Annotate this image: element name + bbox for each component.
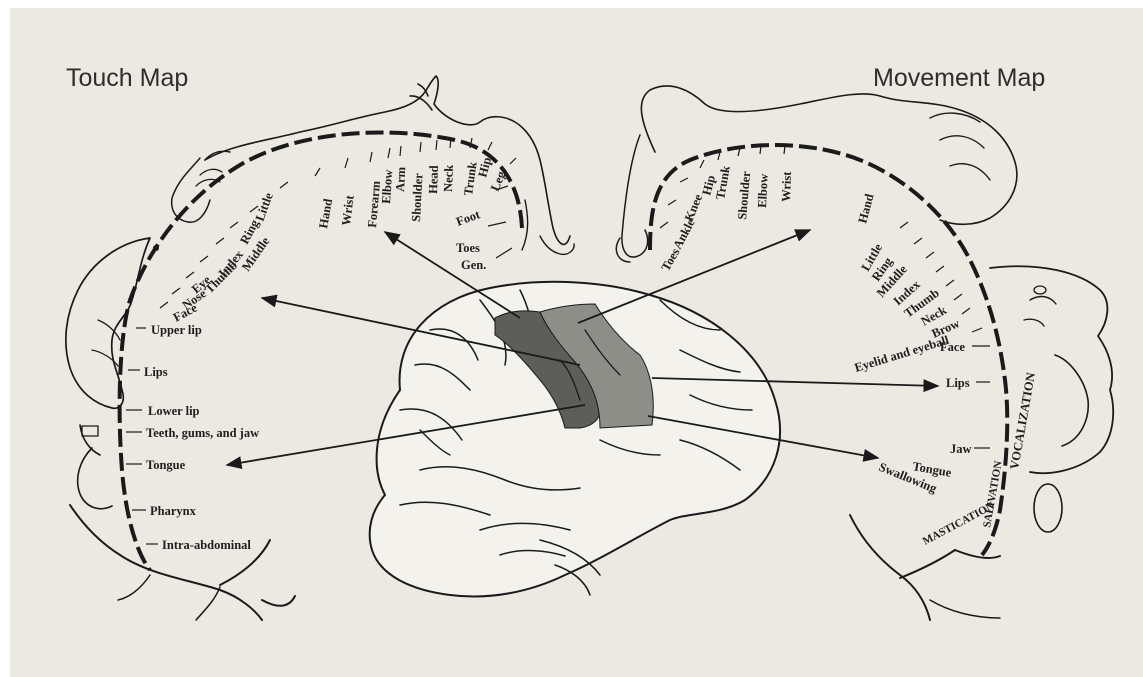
label-lips: Lips [144,365,168,379]
label-m-elbow: Elbow [755,173,771,208]
label-m-lips: Lips [946,376,970,390]
label-m-eyelid-eyeball: Eyelid and eyeball [853,333,951,375]
movement-map-title: Movement Map [873,64,1045,92]
label-m-salivation: SALIVATION [981,460,1005,529]
brain [370,282,780,597]
label-pharynx: Pharynx [150,504,197,518]
label-teeth-gums-jaw: Teeth, gums, and jaw [146,426,259,440]
label-foot: Foot [454,207,482,229]
label-hand: Hand [316,198,335,230]
label-m-wrist: Wrist [779,170,794,202]
label-arm: Arm [393,166,408,192]
label-gen: Gen. [461,258,486,272]
label-shoulder: Shoulder [409,172,426,222]
arrow-to-motor-hand [578,230,810,323]
label-head: Head [426,165,441,194]
label-hip: Hip [475,156,494,179]
label-upper-lip: Upper lip [151,323,202,337]
label-wrist: Wrist [339,194,357,227]
label-m-shoulder: Shoulder [735,170,753,220]
label-m-hand: Hand [855,192,876,225]
label-intra-abdominal: Intra-abdominal [162,538,251,552]
label-neck: Neck [441,165,456,193]
label-m-trunk: Trunk [713,165,733,201]
label-m-vocalization: VOCALIZATION [1007,371,1038,470]
label-tongue: Tongue [146,458,186,472]
label-toes: Toes [456,241,480,255]
label-lower-lip: Lower lip [148,404,200,418]
label-m-knee: Knee [682,192,706,223]
label-little: Little [253,190,276,223]
label-m-jaw: Jaw [950,442,972,456]
touch-map-title: Touch Map [66,64,188,92]
label-m-face: Face [940,340,965,354]
